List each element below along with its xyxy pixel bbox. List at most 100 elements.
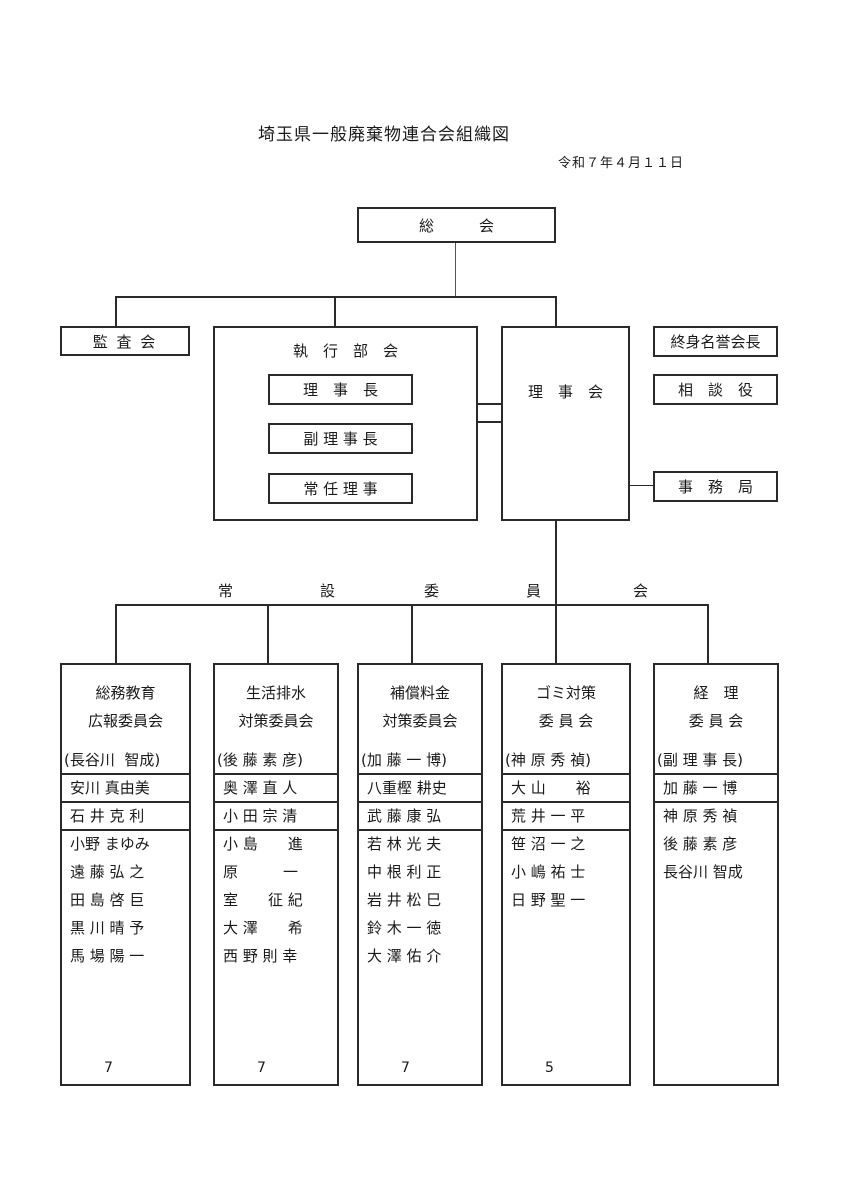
committee-name-line2: 広報委員会 — [87, 712, 163, 730]
divider — [215, 773, 337, 775]
committee-member: 遠 藤 弘 之 — [70, 863, 145, 881]
board-label: 理 事 会 — [527, 383, 603, 401]
connector-line — [555, 296, 557, 326]
committee-chair: (副 理 事 長) — [657, 751, 744, 769]
committee-member: 室 征 紀 — [223, 891, 303, 909]
committee-name-line2: 委 員 会 — [688, 712, 744, 730]
committee-member-count: 5 — [545, 1060, 554, 1076]
standing-committee-label-char: 委 — [424, 582, 440, 600]
divider — [503, 801, 629, 803]
divider — [215, 801, 337, 803]
committee-member: 黒 川 晴 予 — [70, 919, 145, 937]
committee-member: 小野 まゆみ — [70, 835, 150, 853]
committee-box: 総務教育広報委員会(長谷川 智成)安川 真由美石 井 克 利小野 まゆみ遠 藤 … — [60, 663, 191, 1086]
advisor-box: 相 談 役 — [653, 374, 778, 405]
secretariat-label: 事 務 局 — [677, 478, 753, 496]
committee-member: 鈴 木 一 徳 — [367, 919, 442, 937]
executive-member-label: 理 事 長 — [302, 381, 378, 399]
divider — [359, 801, 481, 803]
committee-box: 経 理委 員 会 (副 理 事 長) 加 藤 一 博神 原 秀 禎後 藤 素 彦長谷… — [653, 663, 779, 1086]
executive-member-box: 常 任 理 事 — [268, 473, 413, 504]
divider — [62, 829, 189, 831]
committee-member: 大 澤 希 — [223, 919, 303, 937]
committee-chair: (後 藤 素 彦) — [217, 751, 304, 769]
committee-vice-chair: 大 山 裕 — [511, 779, 591, 797]
connector-line — [115, 296, 117, 326]
committee-name-line1: ゴミ対策 — [535, 684, 596, 702]
committee-vice-chair: 荒 井 一 平 — [511, 807, 586, 825]
committee-member: 笹 沼 一 之 — [511, 835, 586, 853]
committee-member: 後 藤 素 彦 — [663, 835, 738, 853]
divider — [503, 773, 629, 775]
executive-member-label: 副 理 事 長 — [303, 430, 378, 448]
committee-name-line1: 総務教育 — [95, 684, 156, 702]
connector-line — [267, 604, 269, 663]
committee-vice-chair: 武 藤 康 弘 — [367, 807, 442, 825]
connector-line — [455, 243, 456, 297]
connector-line — [707, 604, 709, 663]
standing-committee-label-char: 会 — [633, 582, 649, 600]
committee-member: 若 林 光 夫 — [367, 835, 442, 853]
executive-member-box: 副 理 事 長 — [268, 423, 413, 454]
standing-committee-label-char: 常 — [218, 582, 234, 600]
committee-chair: (加 藤 一 博) — [361, 751, 448, 769]
secretariat-box: 事 務 局 — [653, 471, 778, 502]
committee-member: 岩 井 松 巳 — [367, 891, 442, 909]
divider — [503, 829, 629, 831]
committee-member: 神 原 秀 禎 — [663, 807, 738, 825]
board-box: 理 事 会 — [501, 326, 630, 521]
divider — [655, 801, 777, 803]
audit-label: 監 査 会 — [92, 332, 158, 351]
committee-member: 馬 場 陽 一 — [70, 947, 145, 965]
committee-member: 長谷川 智成 — [663, 863, 743, 881]
connector-line — [478, 403, 502, 405]
divider — [359, 773, 481, 775]
divider — [62, 801, 189, 803]
advisor-label: 相 談 役 — [677, 381, 753, 399]
committee-vice-chair: 八重樫 耕史 — [367, 779, 447, 797]
committee-vice-chair: 加 藤 一 博 — [663, 779, 738, 797]
committee-box: ゴミ対策委 員 会 (神 原 秀 禎) 大 山 裕荒 井 一 平笹 沼 一 之小 嶋… — [501, 663, 631, 1086]
committee-box: 補償料金対策委員会 (加 藤 一 博) 八重樫 耕史武 藤 康 弘若 林 光 夫中 … — [357, 663, 483, 1086]
committee-member: 原 一 — [223, 863, 299, 881]
connector-line — [115, 604, 117, 663]
committee-member: 大 澤 佑 介 — [367, 947, 442, 965]
standing-committee-label-char: 設 — [320, 582, 336, 600]
connector-line — [115, 296, 557, 298]
connector-line — [478, 421, 502, 423]
committee-chair: (神 原 秀 禎) — [505, 751, 592, 769]
audit-box: 監 査 会 — [60, 326, 190, 356]
divider — [62, 773, 189, 775]
divider — [215, 829, 337, 831]
committee-vice-chair: 石 井 克 利 — [70, 807, 145, 825]
committee-member: 小 嶋 祐 士 — [511, 863, 586, 881]
committee-member: 小 島 進 — [223, 835, 303, 853]
executive-label: 執 行 部 会 — [292, 342, 398, 360]
connector-line — [630, 485, 654, 486]
executive-box: 執 行 部 会 理 事 長 副 理 事 長 常 任 理 事 — [213, 326, 478, 521]
committee-member: 中 根 利 正 — [367, 863, 442, 881]
committee-vice-chair: 奥 澤 直 人 — [223, 779, 298, 797]
executive-member-label: 常 任 理 事 — [303, 480, 378, 498]
executive-member-box: 理 事 長 — [268, 374, 413, 405]
committee-vice-chair: 安川 真由美 — [70, 779, 150, 797]
committee-name-line1: 生活排水 — [245, 684, 306, 702]
connector-line — [411, 604, 413, 663]
committee-name-line2: 対策委員会 — [238, 712, 314, 730]
committee-box: 生活排水対策委員会(後 藤 素 彦)奥 澤 直 人小 田 宗 清小 島 進原 一… — [213, 663, 339, 1086]
divider — [359, 829, 481, 831]
chart-title: 埼玉県一般廃棄物連合会組織図 — [258, 125, 510, 145]
committee-member: 日 野 聖 一 — [511, 891, 586, 909]
general-meeting-box: 総 会 — [357, 207, 556, 243]
committee-member: 田 島 啓 巨 — [70, 891, 145, 909]
committee-name-line2: 対策委員会 — [382, 712, 458, 730]
committee-name-line1: 補償料金 — [389, 684, 450, 702]
committee-member-count: 7 — [257, 1060, 266, 1076]
committee-name-line2: 委 員 会 — [538, 712, 594, 730]
general-meeting-label: 総 会 — [418, 216, 494, 235]
honorary-chairman-box: 終身名誉会長 — [653, 326, 778, 357]
connector-line — [555, 521, 557, 663]
committee-member-count: 7 — [401, 1060, 410, 1076]
date-label: 令和７年４月１１日 — [558, 156, 685, 171]
committee-name-line1: 経 理 — [693, 684, 739, 702]
